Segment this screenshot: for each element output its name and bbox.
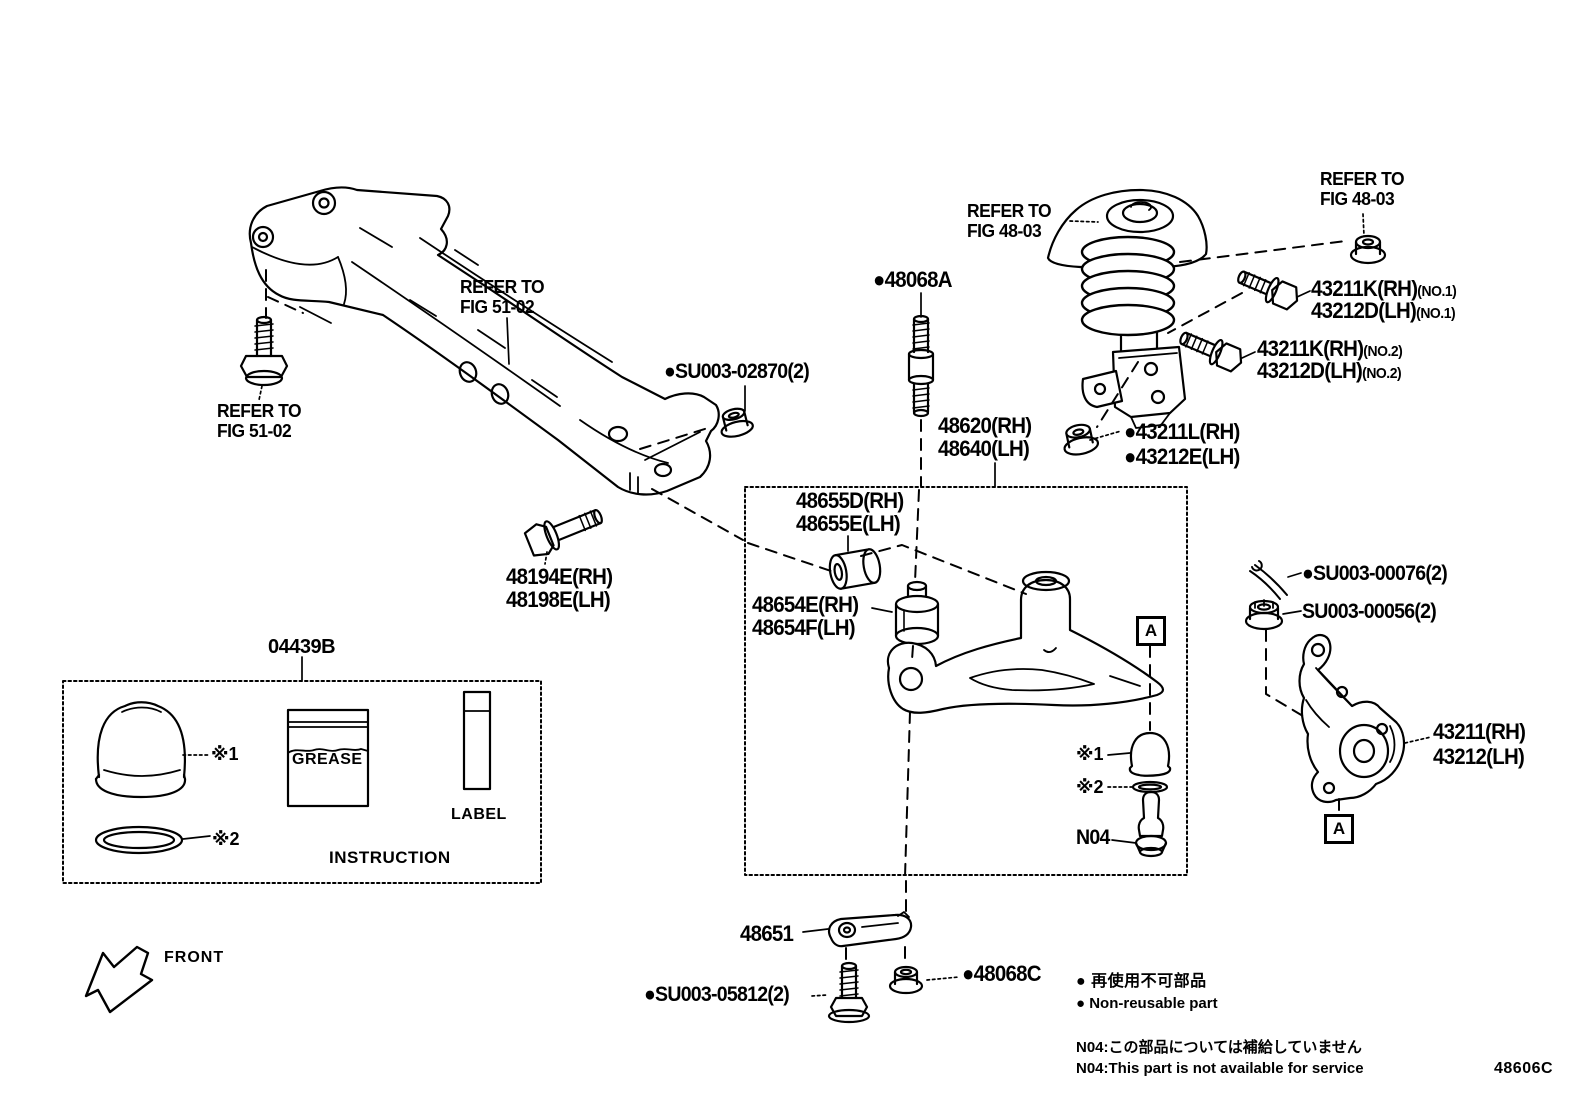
bushing-48655-drawing: [828, 548, 882, 590]
view-marker-a-knuckle: A: [1324, 814, 1354, 844]
part-label-48068c: ●48068C: [962, 961, 1042, 986]
part-label-43211l-43212e: ●43211L(RH)●43212E(LH): [1124, 419, 1240, 469]
part-label-43211-43212: 43211(RH)43212(LH): [1433, 719, 1526, 769]
crossmember-drawing: [248, 186, 720, 496]
part-label-48620-48640: 48620(RH)48640(LH): [938, 413, 1032, 461]
part-label-48068a: ●48068A: [873, 267, 953, 292]
knuckle-drawing: [1298, 634, 1406, 804]
kit-box-04439b: [62, 680, 542, 884]
lower-arm-drawing: [886, 570, 1165, 714]
front-arrow: [84, 945, 154, 1014]
part-label-43211k-no2: 43211K(RH)(NO.2): [1257, 336, 1403, 361]
kit-label-strip-drawing: [462, 690, 492, 791]
part-label-48655d-48655e: 48655D(RH)48655E(LH): [796, 488, 904, 536]
ball-joint-ring-drawing: [1131, 780, 1169, 794]
part-label-su003-02870: ●SU003-02870(2): [664, 360, 810, 383]
view-marker-a-arm: A: [1136, 616, 1166, 646]
ball-joint-n04-drawing: [1134, 790, 1168, 858]
stud-48068a-drawing: [907, 314, 935, 418]
part-label-43212d-no2: 43212D(LH)(NO.2): [1257, 358, 1402, 383]
bolt-su003-05812-drawing: [827, 961, 871, 1024]
figure-code: 48606C: [1494, 1060, 1554, 1077]
kit-marker-x2: ※2: [212, 829, 240, 849]
kit-ring-drawing: [94, 825, 184, 855]
nut-43211l-drawing: [1063, 423, 1100, 456]
strut-drawing: [1046, 188, 1208, 429]
leader-lines: [182, 290, 1311, 933]
arm-marker-x2: ※2: [1076, 777, 1104, 797]
dotted-leader-lines: [182, 213, 1432, 997]
lower-arm-detail-box: [744, 486, 1188, 876]
legend-nonreusable-jp: ● 再使用不可部品: [1076, 973, 1207, 990]
legend-note-en: N04:This part is not available for servi…: [1076, 1060, 1364, 1077]
bushing-48654-drawing: [894, 580, 940, 646]
part-label-su003-00056: SU003-00056(2): [1302, 600, 1437, 623]
legend-note-jp: N04:この部品については補給していません: [1076, 1039, 1362, 1056]
nut-refer-fig4803-drawing: [1349, 234, 1387, 265]
part-label-04439b: 04439B: [268, 636, 336, 658]
kit-grease-packet-drawing: [286, 708, 370, 808]
part-label-su003-00076: ●SU003-00076(2): [1302, 562, 1448, 585]
plate-48651-drawing: [827, 911, 913, 948]
nut-48068c-drawing: [888, 965, 924, 995]
part-label-48194e-48198e: 48194E(RH)48198E(LH): [506, 564, 613, 612]
part-label-43211k-no1: 43211K(RH)(NO.1): [1311, 276, 1457, 301]
crossmember-mount-bolt-drawing: [239, 315, 289, 387]
bolt-43211k-no1-drawing: [1237, 270, 1299, 311]
part-label-43212d-no1: 43212D(LH)(NO.1): [1311, 298, 1456, 323]
arm-marker-x1: ※1: [1076, 744, 1104, 764]
legend-nonreusable-en: ● Non-reusable part: [1076, 995, 1218, 1012]
kit-boot-drawing: [94, 701, 187, 799]
arm-marker-n04: N04: [1076, 826, 1110, 849]
ball-joint-boot-drawing: [1128, 731, 1172, 777]
part-label-48654e-48654f: 48654E(RH)48654F(LH): [752, 592, 859, 640]
bolt-48194e-drawing: [523, 508, 603, 557]
part-label-su003-05812: ●SU003-05812(2): [644, 983, 790, 1006]
kit-grease-label: GREASE: [292, 751, 363, 768]
kit-instruction-label: INSTRUCTION: [329, 848, 451, 867]
nut-su003-02870-drawing: [720, 407, 754, 438]
dashed-connection-lines: [265, 240, 1347, 965]
bolt-43211k-no2-drawing: [1179, 331, 1243, 373]
front-direction-label: FRONT: [164, 949, 225, 966]
part-label-48651: 48651: [740, 921, 794, 946]
cotter-pin-su003-00076-drawing: [1249, 560, 1288, 600]
castle-nut-su003-00056-drawing: [1244, 599, 1284, 631]
kit-label-strip-label: LABEL: [451, 806, 507, 823]
kit-marker-x1: ※1: [211, 744, 239, 764]
